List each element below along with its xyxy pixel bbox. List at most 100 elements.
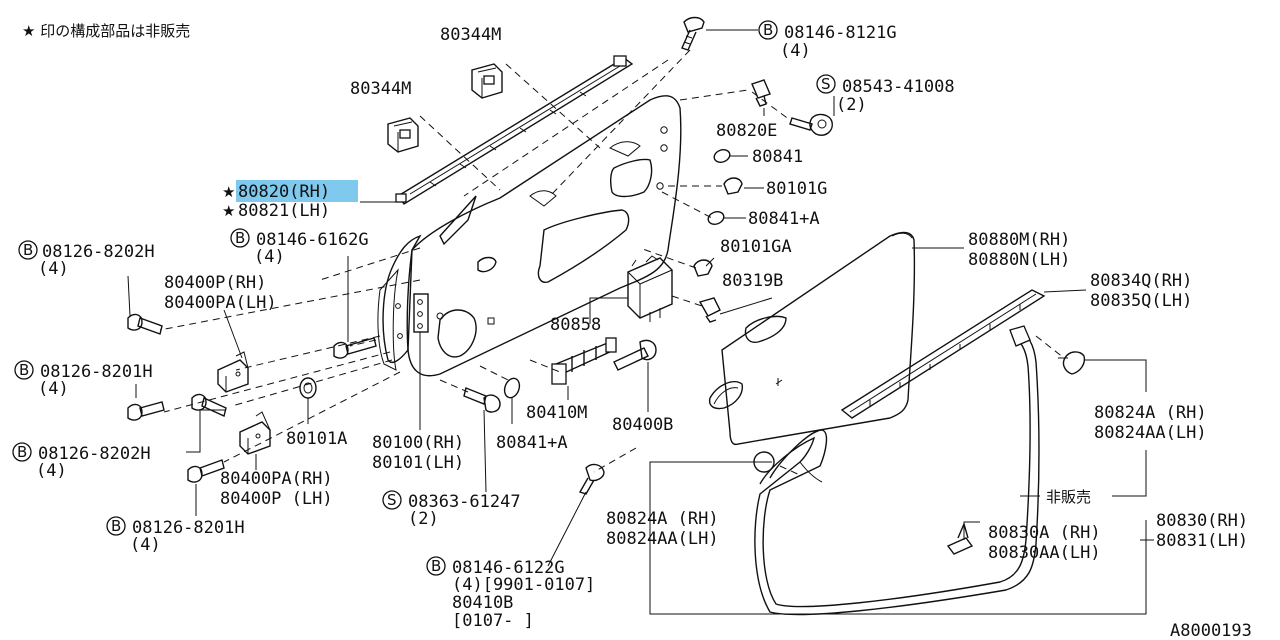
clip-80344M-upper[interactable] [471,63,503,99]
label-80824A-rh-right: 80824A (RH) [1094,403,1207,423]
label-08363-61247: 08363-61247 [408,492,521,512]
label-08126-8201H-lower-qty: (4) [130,535,161,555]
door-shell[interactable] [377,95,682,377]
star-marker-rh: ★ [222,183,235,201]
bolt-08126-8201H-upper[interactable] [127,401,165,421]
clip-80101GA[interactable] [693,259,713,277]
grommet-80841[interactable] [712,148,731,165]
bolt-08126-8202H-upper[interactable] [127,313,163,335]
label-80841-a-lower: 80841+A [496,433,568,453]
label-80400B: 80400B [612,415,673,435]
label-08146-8121G: 08146-8121G [784,23,897,43]
label-80410B: 80410B [452,593,513,613]
label-08363-qty: (2) [408,509,439,529]
bolt-80400B[interactable] [613,339,657,371]
label-08146-6122G: 08146-6122G [452,558,565,578]
label-08126-8201H-upper: 08126-8201H [40,362,153,382]
label-08126-8202H-lower-qty: (4) [36,461,67,481]
label-80344M-upper: 80344M [440,25,501,45]
label-80101-lh: 80101(LH) [372,453,464,473]
label-80344M-lower: 80344M [350,79,411,99]
grommet-80841-a-lower[interactable] [502,376,522,400]
label-80831-lh: 80831(LH) [1156,531,1248,551]
bolt-08126-8202H-lower[interactable] [191,393,227,417]
label-08146-6162G: 08146-6162G [256,230,369,250]
clip-80101G[interactable] [723,177,743,195]
door-check-80410M[interactable] [551,337,617,385]
bolt-marker-glyph: B [111,517,121,535]
connector-80319B[interactable] [698,297,721,323]
label-80824A-rh-left: 80824A (RH) [606,509,719,529]
bolt-08126-8201H-lower[interactable] [187,459,225,483]
label-08126-8202H-lower: 08126-8202H [38,444,151,464]
clip-80344M-lower[interactable] [387,117,419,153]
bush-80101A[interactable] [299,377,317,399]
label-08146-6122G-qty: (4)[9901-0107] [452,575,595,595]
label-08543-qty: (2) [836,95,867,115]
label-08126-8202H-upper: 08126-8202H [42,242,155,262]
label-80824AA-lh-right: 80824AA(LH) [1094,423,1207,443]
label-80820-rh[interactable]: 80820(RH) [238,182,330,202]
label-08126-8201H-upper-qty: (4) [38,379,69,399]
label-80400PA-lh: 80400PA(LH) [164,293,277,313]
actuator-80858[interactable] [627,255,673,322]
hinge-lower-80400PA[interactable] [239,411,271,455]
screw-marker-glyph: S [821,75,831,93]
label-80880M-rh: 80880M(RH) [968,230,1070,250]
label-80101GA: 80101GA [720,237,792,257]
bolt-marker [18,240,38,260]
clip-80820E[interactable] [751,79,771,107]
clip-80830A[interactable] [946,521,974,555]
label-80835Q-lh: 80835Q(LH) [1090,291,1192,311]
label-80841-a: 80841+A [748,209,820,229]
star-marker-lh: ★ [222,202,235,220]
label-80410M: 80410M [526,403,587,423]
door-weatherstrip-loop[interactable] [754,325,1040,616]
label-80319B: 80319B [722,271,783,291]
bolt-08146-6162G[interactable] [333,337,377,359]
label-80400P-rh: 80400P(RH) [164,273,266,293]
label-80820E: 80820E [716,121,777,141]
bolt-08146-6122G[interactable] [578,463,605,495]
figure-id: A8000193 [1170,621,1252,640]
bolt-marker-glyph: B [235,229,245,247]
label-80830A-rh: 80830A (RH) [988,523,1101,543]
plug-80824A-right[interactable] [1058,351,1086,375]
label-08146-8121G-qty: (4) [780,41,811,61]
screw-marker-glyph: S [387,491,397,509]
bolt-08146-8121G[interactable] [681,16,705,51]
label-80830AA-lh: 80830AA(LH) [988,543,1101,563]
bolt-marker [758,20,778,40]
label-08126-8201H-lower: 08126-8201H [132,518,245,538]
label-80400P-lh: 80400P (LH) [220,489,333,509]
label-80101A: 80101A [286,429,347,449]
label-80834Q-rh: 80834Q(RH) [1090,271,1192,291]
label-08126-8202H-upper-qty: (4) [38,259,69,279]
bolt-marker-glyph: B [431,557,441,575]
label-80880N-lh: 80880N(LH) [968,250,1070,270]
unsold-note: ★ 印の構成部品は非販売 [22,22,190,40]
belt-weatherstrip[interactable] [840,289,1046,419]
bolt-marker [230,228,250,248]
label-80821-lh[interactable]: 80821(LH) [238,201,330,221]
label-80824AA-lh-left: 80824AA(LH) [606,529,719,549]
screw-marker [816,74,836,94]
door-molding-strip[interactable] [395,55,634,205]
guide-lines [159,49,1065,477]
label-08146-6162G-qty: (4) [254,247,285,267]
part-labels: 80344M 80344M B 08146-8121G (4) S 08543-… [12,20,1252,640]
grommet-80841-a[interactable] [706,210,725,227]
bolt-marker-glyph: B [19,361,29,379]
bolt-marker [426,556,446,576]
door-lining-board[interactable] [708,231,916,446]
bolt-marker-glyph: B [763,21,773,39]
hinge-upper-80400P[interactable] [217,351,249,393]
bolt-marker [12,442,32,462]
bolt-08363-61247[interactable] [463,387,501,413]
screw-marker [382,490,402,510]
label-80101G: 80101G [766,179,827,199]
screw-08543-41008[interactable] [789,113,833,136]
label-80100-rh: 80100(RH) [372,433,464,453]
label-80830-rh: 80830(RH) [1156,511,1248,531]
